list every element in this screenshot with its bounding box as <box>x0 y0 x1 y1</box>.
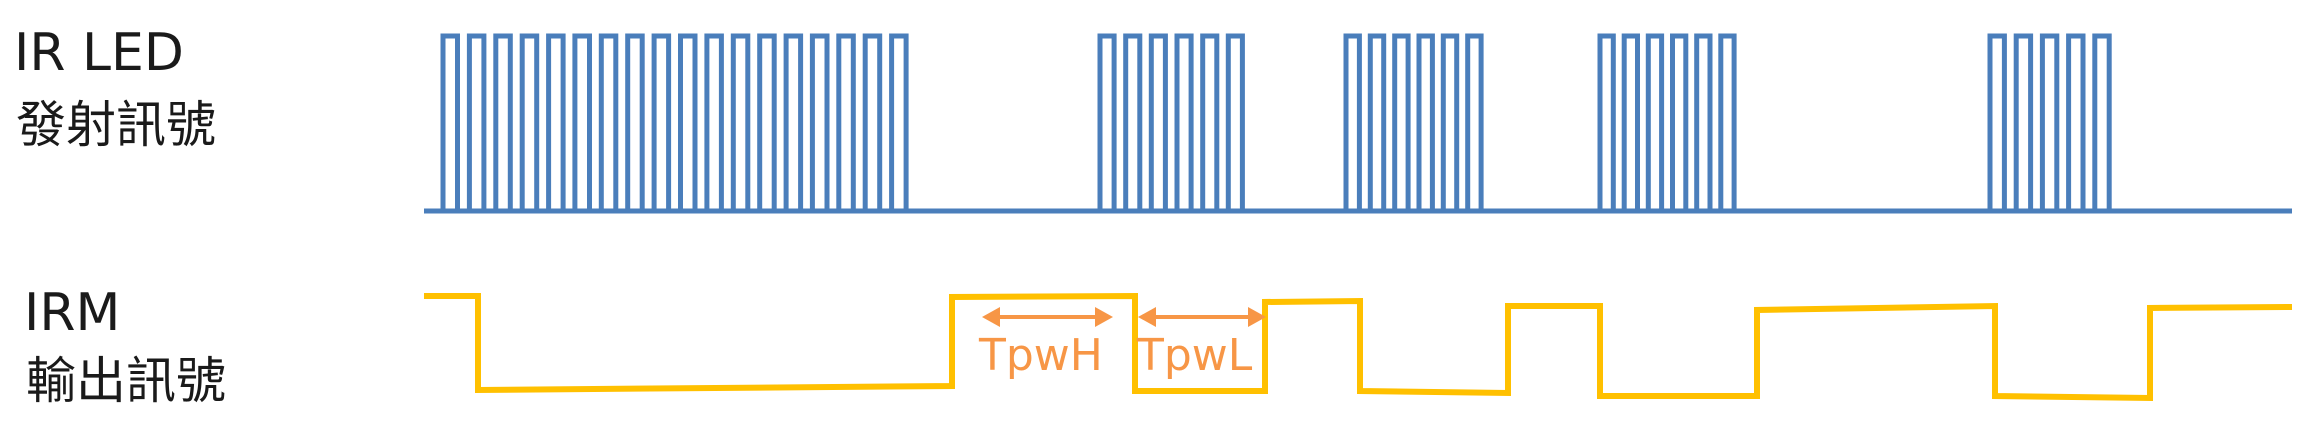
tpwh-label: TpwH <box>978 330 1103 381</box>
ir-led-bursts <box>440 33 2112 214</box>
ir-led-burst <box>1097 33 1245 214</box>
ir-led-sublabel: 發射訊號 <box>16 96 216 154</box>
tpwl-label: TpwL <box>1136 330 1253 381</box>
irm-output-signal <box>424 292 2293 402</box>
tpwh-annotation: TpwH <box>978 307 1113 381</box>
tpwh-arrow-right-head <box>1095 307 1113 327</box>
irm-sublabel: 輸出訊號 <box>26 352 226 410</box>
ir-led-burst <box>1987 33 2112 214</box>
ir-led-burst <box>440 33 909 214</box>
irm-output-waveform <box>424 292 2293 402</box>
irm-label: IRM <box>24 283 120 343</box>
ir-led-burst <box>1343 33 1484 214</box>
tpwl-annotation: TpwL <box>1136 307 1266 381</box>
tpwl-arrow-right-head <box>1248 307 1266 327</box>
ir-led-signal <box>424 33 2292 214</box>
ir-led-label: IR LED <box>14 23 184 83</box>
tpwh-arrow-left-head <box>982 307 1000 327</box>
tpwl-arrow-left-head <box>1138 307 1156 327</box>
ir-led-burst <box>1597 33 1737 214</box>
